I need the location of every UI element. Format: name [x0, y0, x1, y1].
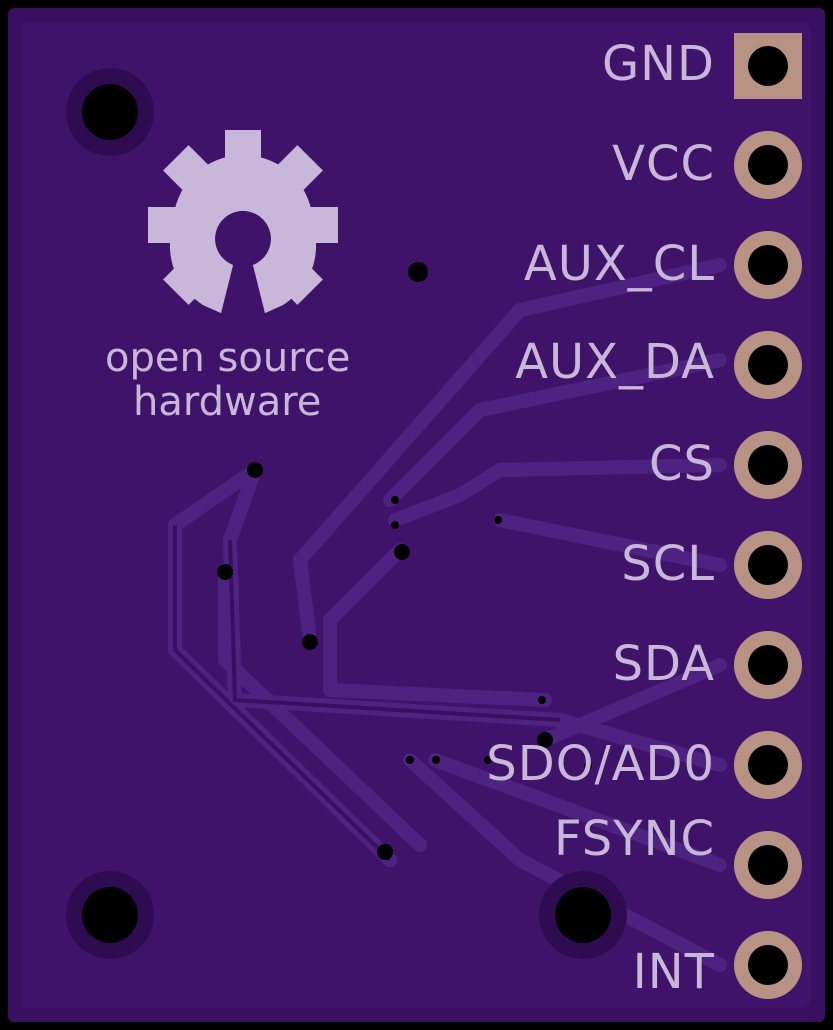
- vias: [217, 262, 592, 860]
- pin-label-fsync: FSYNC: [554, 811, 715, 867]
- copper-traces: [168, 258, 727, 972]
- pin-label-sda: SDA: [612, 636, 715, 692]
- pin-label-aux-da: AUX_DA: [515, 334, 715, 390]
- pin-label-cs: CS: [649, 436, 715, 492]
- oshw-logo-line1: open source: [105, 335, 351, 381]
- oshw-logo-line2: hardware: [133, 379, 322, 425]
- oshw-gear-icon: [148, 130, 338, 313]
- pin-label-scl: SCL: [621, 536, 715, 592]
- pin-label-sdo-ad0: SDO/AD0: [486, 736, 715, 792]
- pin-label-aux-cl: AUX_CL: [523, 236, 715, 292]
- pin-label-vcc: VCC: [612, 136, 715, 192]
- header-pads: [734, 33, 802, 999]
- pin-label-int: INT: [632, 944, 715, 1000]
- pin-label-gnd: GND: [601, 36, 715, 92]
- mounting-holes: [66, 68, 627, 959]
